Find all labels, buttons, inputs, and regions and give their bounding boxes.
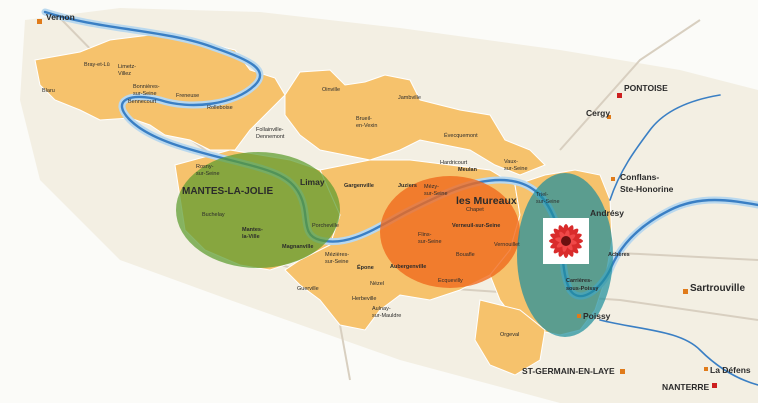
zone-mureaux — [380, 176, 520, 288]
label-limetz: Limetz- — [118, 64, 136, 70]
label-buchelay: Buchelay — [202, 212, 225, 218]
label-meulan: Meulan — [458, 167, 478, 173]
medium-labels: Gargenville Juziers Aubergenville Épone … — [202, 159, 630, 338]
label-cergy: Cergy — [586, 108, 610, 118]
label-follainville: Follainville- — [256, 127, 284, 133]
label-ladefense: La Défens — [710, 365, 751, 375]
label-brueil: Brueil- — [356, 116, 372, 122]
label-bray: Bray-et-Lû — [84, 62, 110, 68]
label-brueil-2: en-Vexin — [356, 123, 377, 129]
label-mantesville-2: la-Ville — [242, 234, 260, 240]
label-limay: Limay — [300, 177, 325, 187]
marker-conflans — [611, 177, 615, 181]
marker-vernon — [37, 19, 42, 24]
label-triel-2: sur-Seine — [536, 199, 560, 205]
label-limetz-2: Villez — [118, 71, 131, 77]
label-mezieres: Mézières- — [325, 252, 349, 258]
label-ecquevilly: Ecquevilly — [438, 278, 463, 284]
label-evecquemont: Évecquemont — [444, 132, 478, 139]
label-flins-2: sur-Seine — [418, 239, 442, 245]
label-mezy: Mézy- — [424, 184, 439, 190]
label-magnanville: Magnanville — [282, 244, 313, 250]
label-conflans-2: Ste-Honorine — [620, 184, 674, 194]
label-andresy: Andrésy — [590, 208, 624, 218]
river-oise — [609, 94, 721, 201]
marker-pontoise — [617, 93, 622, 98]
marker-ladefense — [704, 367, 708, 371]
red-gerbera-flower-icon — [543, 218, 589, 264]
label-flins: Flins- — [418, 232, 432, 238]
marker-poissy — [577, 314, 581, 318]
label-nezel: Nézel — [370, 281, 384, 287]
label-blaru: Blaru — [42, 88, 55, 94]
label-bonnieres-2: sur-Seine — [133, 91, 157, 97]
label-poissy: Poissy — [583, 311, 611, 321]
marker-sartrouville — [683, 289, 688, 294]
label-carrieres: Carrières- — [566, 278, 592, 284]
markers — [37, 19, 717, 388]
small-labels: Bonnières- sur-Seine Freneuse Limetz- Vi… — [42, 62, 478, 319]
marker-cergy — [607, 115, 611, 119]
label-vernon: Vernon — [46, 12, 75, 22]
label-rolleboise: Rolleboise — [207, 105, 233, 111]
label-bouafle: Bouafle — [456, 252, 475, 258]
label-orgeval: Orgeval — [500, 332, 519, 338]
zone-mantes — [176, 152, 340, 268]
label-mezieres-2: sur-Seine — [325, 259, 349, 265]
label-aulnay: Aulnay- — [372, 306, 391, 312]
label-mureaux: les Mureaux — [456, 195, 517, 207]
road-2 — [199, 239, 758, 321]
major-labels: Vernon PONTOISE Cergy Conflans- Ste-Hono… — [46, 12, 751, 392]
label-acheres: Achères — [608, 252, 630, 258]
label-vernouillet: Vernouillet — [494, 242, 520, 248]
label-freneuse: Freneuse — [176, 93, 199, 99]
label-mantesville: Mantes- — [242, 227, 263, 233]
label-juziers: Juziers — [398, 183, 417, 189]
territory-north — [284, 69, 546, 176]
label-conflans: Conflans- — [620, 172, 659, 182]
label-rosny-2: sur-Seine — [196, 171, 220, 177]
label-mezy-2: sur-Seine — [424, 191, 448, 197]
label-hardricourt: Hardricourt — [440, 160, 468, 166]
label-gargenville: Gargenville — [344, 183, 374, 189]
label-epone: Épone — [357, 263, 374, 271]
label-stgermain: ST-GERMAIN-EN-LAYE — [522, 366, 615, 376]
road-4 — [559, 19, 701, 151]
label-vaux: Vaux- — [504, 159, 518, 165]
label-sartrouville: Sartrouville — [690, 283, 745, 294]
river-south-loop — [599, 319, 758, 386]
territory-south — [474, 299, 546, 376]
label-porcheville: Porcheville — [312, 223, 339, 229]
label-aulnay-2: sur-Mauldre — [372, 313, 401, 319]
marker-stgermain — [620, 369, 625, 374]
label-aubergenville: Aubergenville — [390, 264, 426, 270]
label-pontoise: PONTOISE — [624, 83, 668, 93]
label-herbeville: Herbeville — [352, 296, 376, 302]
label-follainville-2: Dennemont — [256, 134, 285, 140]
label-guerville: Guerville — [297, 286, 319, 292]
label-rosny: Rosny- — [196, 164, 214, 170]
label-jambville: Jambville — [398, 95, 421, 101]
label-bennecourt: Bennecourt — [128, 99, 157, 105]
label-oinville: Oinville — [322, 87, 340, 93]
label-nanterre: NANTERRE — [662, 382, 710, 392]
label-mantes: MANTES-LA-JOLIE — [182, 186, 273, 197]
label-verneuil: Verneuil-sur-Seine — [452, 223, 500, 229]
label-triel: Triel- — [536, 192, 548, 198]
label-chapet: Chapet — [466, 207, 484, 213]
label-bonnieres: Bonnières- — [133, 84, 160, 90]
marker-nanterre — [712, 383, 717, 388]
label-carrieres-2: sous-Poissy — [566, 286, 599, 292]
label-vaux-2: sur-Seine — [504, 166, 528, 172]
